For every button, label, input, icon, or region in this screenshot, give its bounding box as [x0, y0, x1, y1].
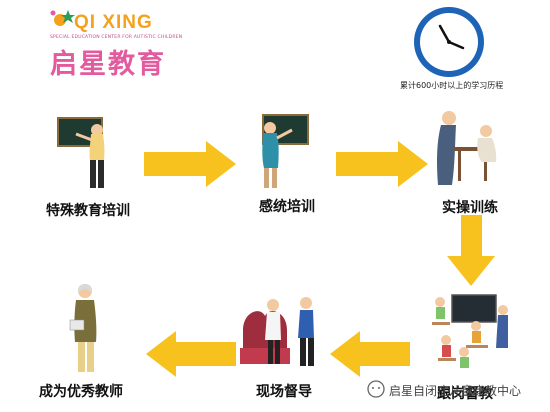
stage-6-illustration [69, 284, 97, 372]
stage-6-label: 成为优秀教师 [39, 384, 123, 400]
logo-brand-en: QI XING [74, 12, 153, 33]
arrow-right-1 [144, 141, 236, 187]
clock-icon [414, 7, 484, 77]
arrow-left-2 [146, 331, 236, 377]
logo-mark-icon [50, 10, 75, 26]
watermark-text: 启星自闭症儿童康教中心 [389, 384, 522, 398]
arrow-down [447, 215, 495, 286]
stage-3-illustration [437, 111, 497, 185]
logo-brand-subtitle: SPECIAL EDUCATION CENTER FOR AUTISTIC CH… [50, 35, 183, 40]
stage-5-label: 现场督导 [256, 384, 312, 400]
flow-arrows [144, 141, 495, 377]
stage-2-label: 感统培训 [259, 199, 315, 215]
arrow-right-2 [336, 141, 428, 187]
logo-brand-cn: 启星教育 [50, 49, 166, 80]
clock-note: 累计600小时以上的学习历程 [400, 81, 504, 90]
stage-5-illustration [240, 297, 314, 366]
arrow-left-1 [330, 331, 410, 377]
wechat-icon [367, 380, 385, 398]
stage-3-label: 实操训练 [442, 200, 498, 216]
stage-4-illustration [432, 294, 508, 368]
stage-1-label: 特殊教育培训 [46, 203, 130, 219]
stage-4-label: 跟岗督教 [437, 386, 493, 402]
stage-2-illustration [262, 114, 309, 188]
stage-1-illustration [57, 117, 105, 188]
